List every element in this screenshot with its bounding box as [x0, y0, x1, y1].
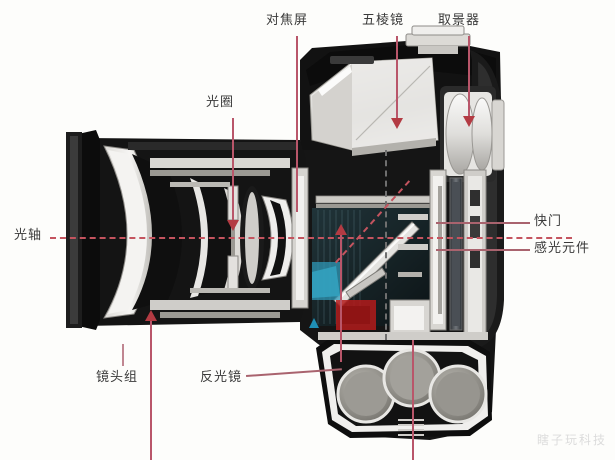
label-optical-axis: 光轴 — [14, 228, 43, 243]
label-reflex-mirror: 反光镜 — [200, 370, 243, 385]
arrow-light-entering-lens — [145, 310, 157, 321]
label-lens-group: 镜头组 — [96, 370, 139, 385]
top-controls — [330, 25, 471, 64]
battery-compartment — [316, 338, 492, 438]
label-viewfinder: 取景器 — [438, 13, 481, 28]
watermark: 瞎子玩科技 — [536, 433, 607, 447]
arrow-pentaprism — [391, 118, 403, 129]
pentaprism — [309, 57, 439, 156]
leader-image-sensor — [436, 249, 530, 251]
light-path-line-bottom-body — [412, 340, 414, 460]
optical-axis-line — [50, 237, 572, 239]
focusing-screen — [315, 195, 437, 208]
label-pentaprism: 五棱镜 — [362, 13, 405, 28]
leader-shutter — [436, 222, 530, 224]
lens-assembly — [66, 130, 309, 330]
focal-plane-dashed-line — [385, 150, 387, 340]
label-focusing-screen: 对焦屏 — [266, 13, 309, 28]
leader-viewfinder — [468, 36, 470, 118]
arrow-blue-light-up — [309, 318, 319, 328]
arrow-viewfinder — [463, 116, 475, 127]
body-internals — [318, 299, 488, 340]
viewfinder-eyepiece — [440, 86, 505, 182]
arrow-aperture — [227, 220, 239, 231]
arrow-mirror-reflect — [335, 224, 347, 235]
label-image-sensor: 感光元件 — [534, 241, 591, 256]
light-path-line-mirror — [340, 232, 342, 362]
leader-pentaprism — [396, 36, 398, 120]
leader-focusing-screen — [296, 36, 298, 212]
label-shutter: 快门 — [534, 214, 563, 229]
label-aperture: 光圈 — [206, 95, 235, 110]
leader-lens-group — [122, 344, 124, 366]
leader-aperture — [232, 118, 234, 222]
light-path-line-entering — [150, 380, 152, 460]
light-path-line-lower — [150, 321, 152, 383]
